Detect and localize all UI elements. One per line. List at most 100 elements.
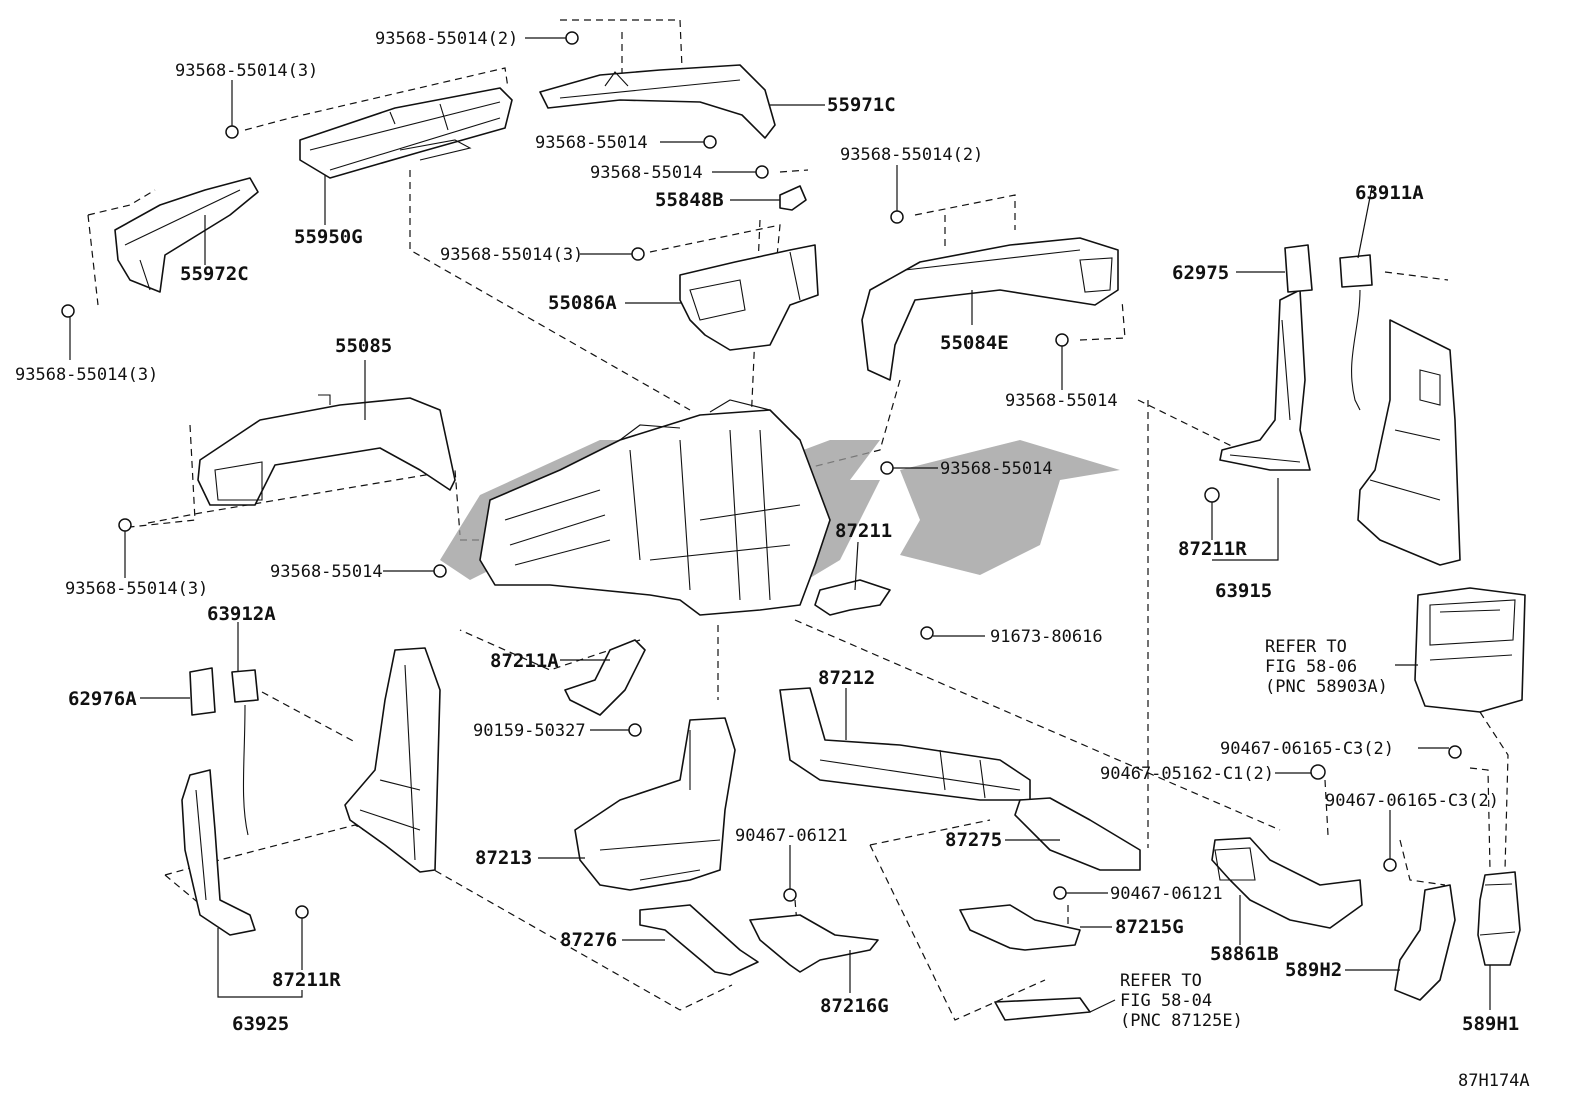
- label-87215G: 87215G: [1115, 916, 1184, 938]
- screw-icon: [565, 31, 579, 45]
- label-87213: 87213: [475, 847, 532, 869]
- part-63915-pillar: [1219, 289, 1311, 471]
- part-55086A-duct: [679, 244, 819, 351]
- label-91673-80616: 91673-80616: [990, 627, 1103, 647]
- label-87275: 87275: [945, 829, 1002, 851]
- label-63915: 63915: [1215, 580, 1272, 602]
- label-90467-06165-C3-a: 90467-06165-C3(2): [1220, 739, 1394, 759]
- label-90467-06165-C3-b: 90467-06165-C3(2): [1325, 791, 1499, 811]
- part-87125E-panel: [994, 997, 1091, 1021]
- part-87275-duct: [1014, 797, 1141, 871]
- label-90467-05162-C1: 90467-05162-C1(2): [1100, 764, 1274, 784]
- part-63911A-lamp: [1339, 254, 1373, 411]
- part-heater-unit: [479, 399, 831, 616]
- label-refer-to-58-06-line2: FIG 58-06: [1265, 657, 1357, 677]
- screw-icon: [1055, 333, 1069, 347]
- part-62976A-lamp: [189, 667, 216, 716]
- clip-icon: [1448, 745, 1462, 759]
- screw-icon: [920, 626, 934, 640]
- diagram-code: 87H174A: [1458, 1071, 1530, 1091]
- part-labels: 93568-55014(2) 93568-55014(3) 55971C 935…: [15, 29, 1530, 1091]
- label-589H1: 589H1: [1462, 1013, 1519, 1035]
- label-55848B: 55848B: [655, 189, 724, 211]
- part-63912A-lamp: [231, 669, 259, 836]
- label-87212: 87212: [818, 667, 875, 689]
- label-93568-55014-d: 93568-55014: [940, 459, 1053, 479]
- screw-icon: [703, 135, 717, 149]
- screw-icon: [755, 165, 769, 179]
- label-87276: 87276: [560, 929, 617, 951]
- part-589H1-duct: [1477, 871, 1521, 966]
- label-93568-55014-2-right: 93568-55014(2): [840, 145, 983, 165]
- label-87211A: 87211A: [490, 650, 559, 672]
- screw-icon: [880, 461, 894, 475]
- label-refer-to-58-06-line1: REFER TO: [1265, 637, 1347, 657]
- label-refer-to-58-04-line1: REFER TO: [1120, 971, 1202, 991]
- label-93568-55014-3-lower: 93568-55014(3): [65, 579, 208, 599]
- screw-icon: [61, 304, 75, 318]
- label-62975: 62975: [1172, 262, 1229, 284]
- clip-icon: [295, 905, 309, 919]
- label-55972C: 55972C: [180, 263, 249, 285]
- screw-icon: [890, 210, 904, 224]
- part-left-pillar-trim: [344, 647, 441, 873]
- label-55084E: 55084E: [940, 332, 1009, 354]
- label-55971C: 55971C: [827, 94, 896, 116]
- label-87216G: 87216G: [820, 995, 889, 1017]
- label-93568-55014-2-top: 93568-55014(2): [375, 29, 518, 49]
- label-93568-55014-e: 93568-55014: [270, 562, 383, 582]
- part-55085-duct: [197, 394, 456, 506]
- label-55086A: 55086A: [548, 292, 617, 314]
- label-87211R-left: 87211R: [272, 969, 341, 991]
- part-55972C-duct: [114, 177, 259, 293]
- label-63911A: 63911A: [1355, 182, 1424, 204]
- clip-icon: [1204, 487, 1220, 503]
- label-refer-to-58-04-line2: FIG 58-04: [1120, 991, 1212, 1011]
- clip-icon: [783, 888, 797, 902]
- label-589H2: 589H2: [1285, 959, 1342, 981]
- part-55084E-duct: [861, 237, 1119, 381]
- label-93568-55014-c: 93568-55014: [1005, 391, 1118, 411]
- label-93568-55014-3-left: 93568-55014(3): [15, 365, 158, 385]
- label-93568-55014-a: 93568-55014: [535, 133, 648, 153]
- label-refer-to-58-06-line3: (PNC 58903A): [1265, 677, 1388, 697]
- label-87211R-right: 87211R: [1178, 538, 1247, 560]
- label-93568-55014-b: 93568-55014: [590, 163, 703, 183]
- label-93568-55014-3-topleft: 93568-55014(3): [175, 61, 318, 81]
- label-62976A: 62976A: [68, 688, 137, 710]
- screw-icon: [118, 518, 132, 532]
- part-87276-duct: [639, 904, 759, 976]
- part-55950G-register: [299, 87, 513, 179]
- part-58861B-duct: [1211, 837, 1363, 929]
- screw-icon: [433, 564, 447, 578]
- screw-icon: [631, 247, 645, 261]
- label-63912A: 63912A: [207, 603, 276, 625]
- label-58861B: 58861B: [1210, 943, 1279, 965]
- part-87211-bracket: [814, 579, 891, 616]
- label-90467-06121-a: 90467-06121: [735, 826, 848, 846]
- part-589H2-duct: [1394, 884, 1456, 1001]
- part-63925-pillar: [181, 769, 256, 936]
- clip-icon: [1383, 858, 1397, 872]
- label-refer-to-58-04-line3: (PNC 87125E): [1120, 1011, 1243, 1031]
- clip-icon: [1310, 764, 1326, 780]
- label-90467-06121-b: 90467-06121: [1110, 884, 1223, 904]
- label-55085: 55085: [335, 335, 392, 357]
- clip-icon: [1053, 886, 1067, 900]
- part-87216G-duct: [749, 914, 879, 973]
- part-87213-duct: [574, 717, 736, 891]
- part-55971C-duct: [539, 64, 776, 139]
- label-90159-50327: 90159-50327: [473, 721, 586, 741]
- part-87212-duct: [779, 687, 1031, 801]
- part-87215G-duct: [959, 904, 1081, 951]
- label-63925: 63925: [232, 1013, 289, 1035]
- leader-lines: [69, 37, 1491, 1013]
- screw-icon: [628, 723, 642, 737]
- label-55950G: 55950G: [294, 226, 363, 248]
- screw-icon: [225, 125, 239, 139]
- part-55848B-bracket: [779, 185, 807, 211]
- label-87211: 87211: [835, 520, 892, 542]
- part-87211A-bracket: [564, 639, 646, 716]
- part-right-pillar-trim: [1357, 319, 1461, 566]
